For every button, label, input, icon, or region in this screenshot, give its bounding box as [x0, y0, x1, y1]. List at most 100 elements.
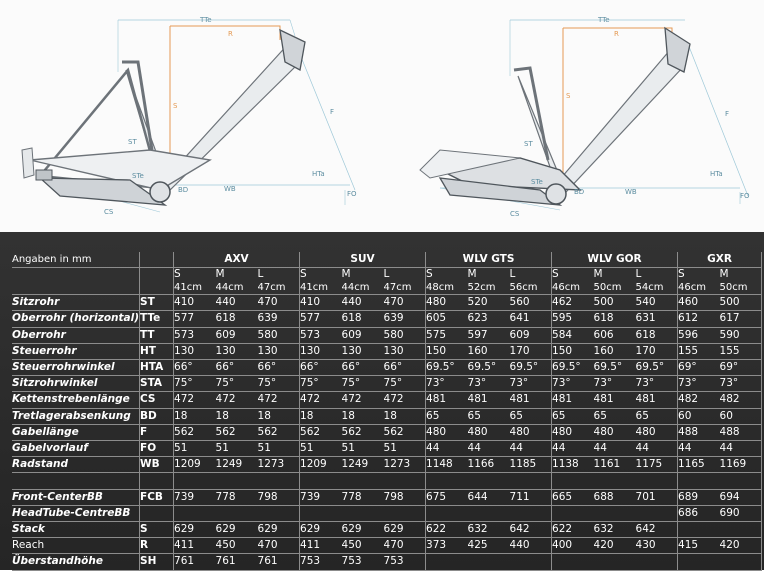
- row-abbr: BD: [139, 408, 175, 425]
- value-cell: 73°: [425, 375, 468, 393]
- value-cell: 629: [383, 521, 427, 539]
- value-cell: 75°: [257, 375, 301, 393]
- value-cell: 66°: [257, 359, 301, 377]
- value-cell: 450: [215, 537, 258, 555]
- unit-cell: 47cm: [383, 281, 427, 296]
- value-cell: [341, 472, 384, 490]
- value-cell: 44: [425, 440, 468, 458]
- value-cell: 481: [593, 391, 636, 409]
- row-label: Sitzrohrwinkel: [12, 375, 141, 393]
- value-cell: 44: [677, 440, 720, 458]
- value-cell: 520: [467, 294, 510, 312]
- label-wb-left: WB: [224, 185, 236, 193]
- right-frame-drawing: TTe R S ST STe BD WB CS F HTa FO: [419, 16, 750, 218]
- label-cs-right: CS: [510, 210, 520, 218]
- value-cell: 410: [173, 294, 216, 312]
- value-cell: 1249: [215, 456, 258, 474]
- value-cell: 430: [635, 537, 679, 555]
- label-fo-right: FO: [740, 192, 750, 200]
- value-cell: 18: [173, 408, 216, 425]
- row-abbr: FO: [139, 440, 175, 458]
- value-cell: 160: [467, 343, 510, 361]
- row-abbr: HT: [139, 343, 175, 361]
- value-cell: 632: [467, 521, 510, 539]
- value-cell: 580: [257, 327, 301, 344]
- label-bd-left: BD: [178, 186, 188, 194]
- value-cell: 609: [215, 327, 258, 344]
- value-cell: [425, 553, 468, 571]
- unit-cell: 41cm: [173, 281, 216, 296]
- unit-cell: 54cm: [635, 281, 679, 296]
- value-cell: 130: [383, 343, 427, 361]
- size-cell: S: [426, 268, 433, 281]
- value-cell: 440: [215, 294, 258, 312]
- size-cell: M: [593, 268, 603, 281]
- value-cell: 753: [299, 553, 342, 571]
- value-cell: 69.5°: [467, 359, 510, 377]
- value-cell: 66°: [341, 359, 384, 377]
- value-cell: 150: [425, 343, 468, 361]
- value-cell: 75°: [383, 375, 427, 393]
- row-label: Stack: [12, 521, 141, 539]
- value-cell: 481: [425, 391, 468, 409]
- value-cell: 618: [215, 310, 258, 328]
- value-cell: [383, 505, 427, 523]
- value-cell: 51: [173, 440, 216, 458]
- value-cell: [509, 553, 553, 571]
- value-cell: 689: [677, 489, 720, 506]
- frame-diagram-svg: TTe R S ST STe BD WB CS F HTa FO: [21, 16, 750, 218]
- label-bd-right: BD: [574, 188, 584, 196]
- blank-abbr: [139, 281, 175, 296]
- row-label: Gabellänge: [12, 424, 141, 442]
- value-cell: 51: [299, 440, 342, 458]
- value-cell: 629: [299, 521, 342, 539]
- value-cell: 622: [425, 521, 468, 539]
- label-fo-left: FO: [347, 190, 357, 198]
- value-cell: 373: [425, 537, 468, 555]
- row-label: Kettenstrebenlänge: [12, 391, 141, 409]
- blank-label: [12, 267, 141, 282]
- value-cell: [383, 472, 427, 490]
- value-cell: 130: [299, 343, 342, 361]
- value-cell: 597: [467, 327, 510, 344]
- unit-cell: 46cm: [551, 281, 594, 296]
- value-cell: 481: [509, 391, 553, 409]
- value-cell: 562: [173, 424, 216, 442]
- value-cell: 75°: [173, 375, 216, 393]
- size-cell: M: [215, 268, 225, 281]
- label-cs-left: CS: [104, 208, 114, 216]
- value-cell: 170: [509, 343, 553, 361]
- size-cell: M: [341, 268, 351, 281]
- value-cell: 488: [719, 424, 763, 442]
- value-cell: 482: [719, 391, 763, 409]
- value-cell: 73°: [635, 375, 679, 393]
- value-cell: [173, 472, 216, 490]
- value-cell: 665: [551, 489, 594, 506]
- value-cell: 609: [341, 327, 384, 344]
- value-cell: 1161: [593, 456, 636, 474]
- value-cell: 160: [593, 343, 636, 361]
- value-cell: 18: [257, 408, 301, 425]
- size-cell: L: [635, 267, 679, 282]
- value-cell: 644: [467, 489, 510, 506]
- value-cell: 629: [173, 521, 216, 539]
- value-cell: [593, 505, 636, 523]
- value-cell: 642: [509, 521, 553, 539]
- value-cell: 69°: [719, 359, 763, 377]
- value-cell: 44: [719, 440, 763, 458]
- value-cell: 562: [257, 424, 301, 442]
- label-s-left: S: [173, 102, 178, 110]
- value-cell: 44: [551, 440, 594, 458]
- value-cell: [425, 472, 468, 490]
- value-cell: [467, 472, 510, 490]
- value-cell: [635, 505, 679, 523]
- label-r-right: R: [614, 30, 619, 38]
- value-cell: 575: [425, 327, 468, 344]
- value-cell: 44: [509, 440, 553, 458]
- value-cell: 761: [257, 553, 301, 571]
